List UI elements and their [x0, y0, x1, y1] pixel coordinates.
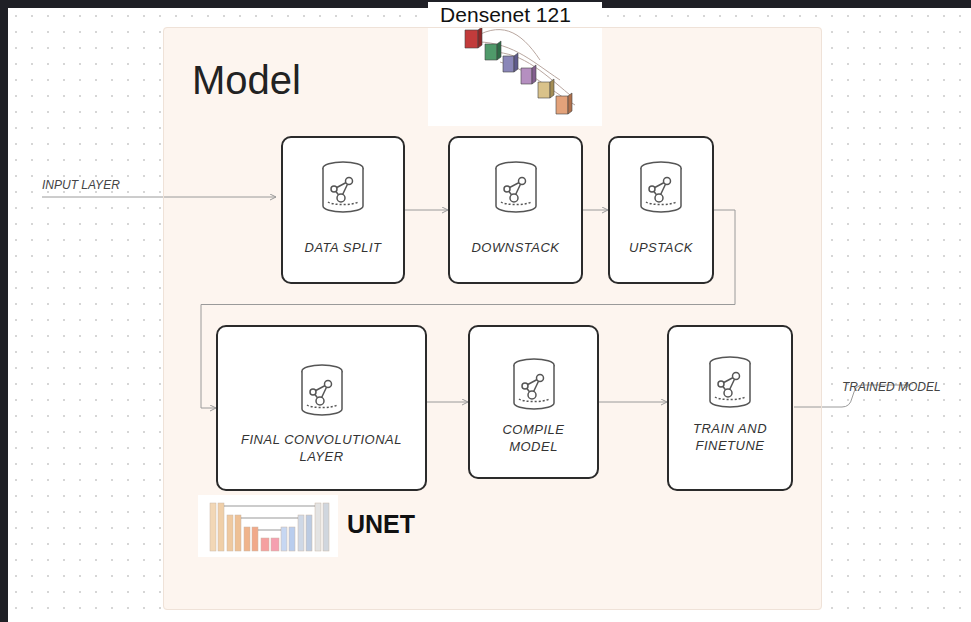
input-lead — [42, 197, 276, 198]
label-holder: INPUT LAYER — [42, 175, 120, 193]
process-box: FINAL CONVOLUTIONAL LAYER — [216, 325, 427, 491]
database-icon — [298, 363, 346, 419]
box-label: DOWNSTACK — [471, 239, 559, 256]
database-icon — [637, 160, 685, 216]
model-panel: ModelDATA SPLIT DOWNSTACK UPSTACK FINAL CON… — [163, 27, 822, 610]
database-icon — [492, 160, 540, 216]
flow-arrow — [599, 402, 667, 403]
label-holder: TRAINED MODEL — [842, 377, 941, 395]
model-name: UNET — [347, 510, 415, 539]
densenet-illustration — [428, 2, 602, 126]
flow-arrow — [405, 210, 448, 211]
box-label: UPSTACK — [629, 239, 693, 256]
flow-arrow — [583, 210, 608, 211]
process-box: DOWNSTACK — [448, 136, 583, 284]
label-holder: Densenet 121 — [433, 3, 578, 27]
box-label: DATA SPLIT — [305, 239, 382, 256]
box-label: COMPILE MODEL — [478, 421, 589, 455]
io-label: INPUT LAYER — [42, 178, 120, 192]
process-box: TRAIN AND FINETUNE — [667, 325, 793, 491]
database-icon — [706, 355, 754, 411]
panel-title: Model — [192, 57, 301, 103]
flow-arrow — [427, 402, 468, 403]
box-label: TRAIN AND FINETUNE — [680, 420, 780, 454]
database-icon — [510, 357, 558, 413]
process-box: DATA SPLIT — [281, 136, 405, 284]
model-name: Densenet 121 — [440, 3, 571, 27]
process-box: COMPILE MODEL — [468, 325, 599, 479]
process-box: UPSTACK — [608, 136, 714, 284]
io-label: TRAINED MODEL — [842, 380, 941, 394]
unet-illustration — [198, 495, 338, 557]
database-icon — [319, 160, 367, 216]
box-label: FINAL CONVOLUTIONAL LAYER — [232, 431, 412, 465]
label-holder: UNET — [347, 510, 415, 539]
